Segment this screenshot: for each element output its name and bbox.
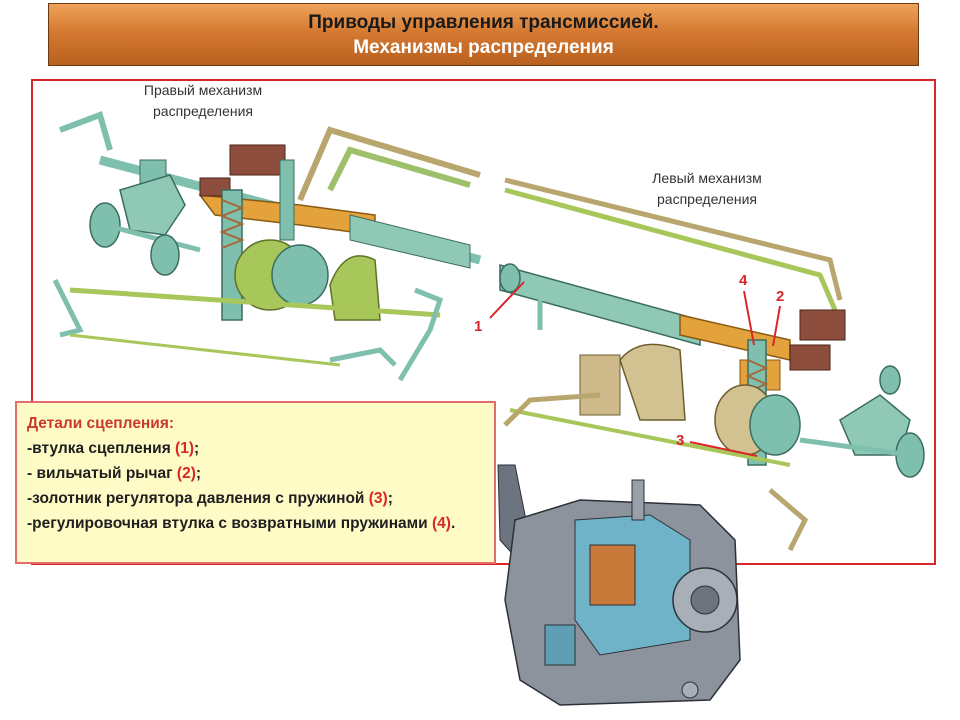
callout-3: 3 bbox=[676, 432, 685, 449]
left-mechanism-drawing bbox=[499, 177, 925, 552]
details-item-1: -втулка сцепления (1); bbox=[27, 440, 200, 457]
page-title: Приводы управления трансмиссией. bbox=[308, 12, 659, 33]
details-title: Детали сцепления: bbox=[27, 415, 175, 432]
clutch-details-box: Детали сцепления: -втулка сцепления (1);… bbox=[15, 401, 496, 564]
right-mechanism-drawing bbox=[52, 111, 482, 382]
details-item-3: -золотник регулятора давления с пружиной… bbox=[27, 490, 393, 507]
details-item-4: -регулировочная втулка с возвратными пру… bbox=[27, 515, 456, 532]
left-label-line1: Левый механизм bbox=[652, 170, 762, 186]
title-bar: Приводы управления трансмиссией. Механиз… bbox=[48, 3, 919, 66]
callout-lines bbox=[489, 281, 781, 457]
callout-2: 2 bbox=[776, 288, 785, 305]
right-label-line1: Правый механизм bbox=[143, 82, 263, 98]
left-label-line2: распределения bbox=[657, 191, 757, 207]
callout-1: 1 bbox=[474, 318, 483, 335]
right-label-line2: распределения bbox=[153, 103, 253, 119]
diagram-frame bbox=[31, 79, 936, 565]
gearbox-cutaway-drawing bbox=[497, 464, 741, 706]
page-subtitle: Механизмы распределения bbox=[353, 37, 614, 58]
left-mechanism-label: Левый механизм распределения bbox=[622, 168, 792, 210]
callout-4: 4 bbox=[739, 272, 748, 289]
details-item-2: - вильчатый рычаг (2); bbox=[27, 465, 202, 482]
right-mechanism-label: Правый механизм распределения bbox=[118, 80, 288, 122]
